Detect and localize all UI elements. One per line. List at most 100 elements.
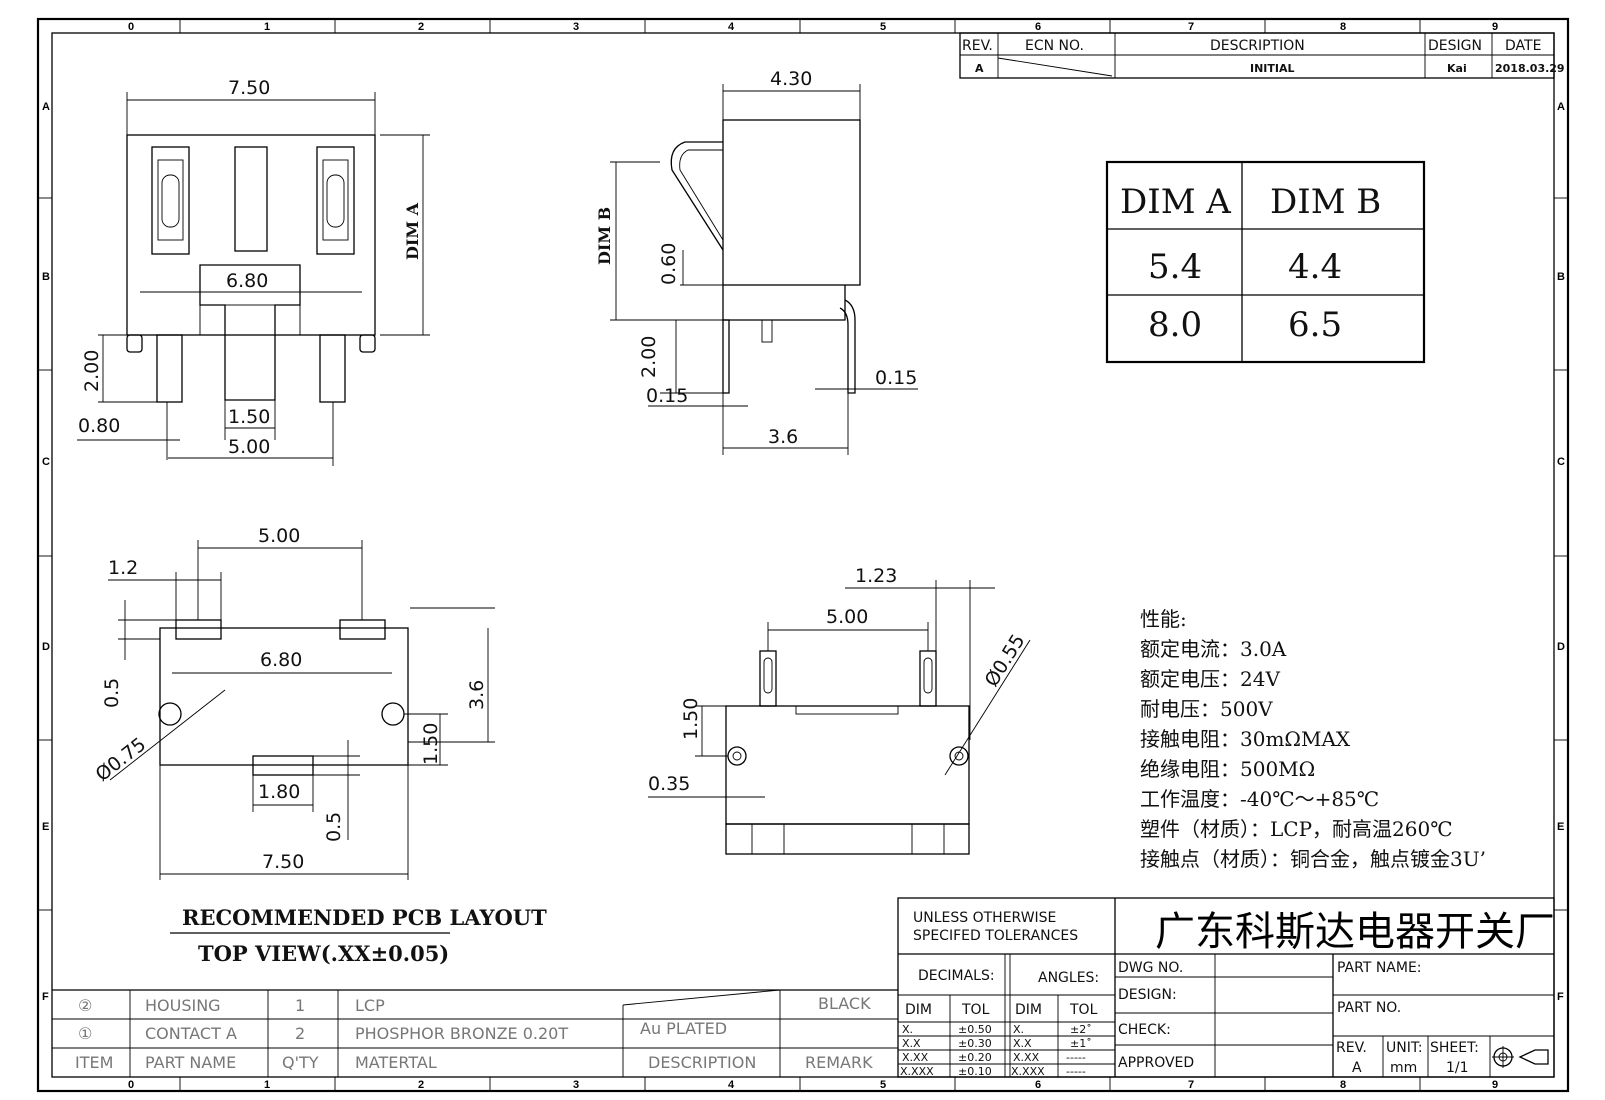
bom-table: ② HOUSING 1 LCP BLACK ① CONTACT A 2 PHOS… xyxy=(52,989,898,1077)
row-label: F xyxy=(1557,991,1564,1003)
decimal-tol: ±0.30 xyxy=(958,1037,992,1050)
dim-a-value: 5.4 xyxy=(1148,247,1202,287)
date-header: DATE xyxy=(1505,38,1541,54)
outer-border xyxy=(36,17,1570,1093)
decimal-dim: X.X xyxy=(902,1037,921,1050)
row-label: E xyxy=(1557,821,1564,833)
row-label: D xyxy=(42,641,50,653)
description-header: DESCRIPTION xyxy=(1210,38,1305,54)
spec-line: 性能: xyxy=(1140,607,1187,631)
bom-qty: 1 xyxy=(295,996,305,1015)
col-label: 6 xyxy=(1035,1079,1041,1091)
angle-tol: ±1˚ xyxy=(1070,1037,1092,1050)
col-label: 0 xyxy=(128,21,134,33)
company-name: 广东科斯达电器开关厂 xyxy=(1155,909,1555,955)
row-label: C xyxy=(42,456,50,468)
col-label: 6 xyxy=(1035,21,1041,33)
angle-dim: X.X xyxy=(1013,1037,1032,1050)
row-label: A xyxy=(1557,101,1565,113)
pcb-layout-title: RECOMMENDED PCB LAYOUT xyxy=(182,905,547,930)
bottom-dim-1-23: 1.23 xyxy=(855,565,897,587)
pcb-dim-1-80: 1.80 xyxy=(258,781,300,803)
bom-header-remark: REMARK xyxy=(805,1053,873,1072)
col-label: 2 xyxy=(418,1079,424,1091)
spec-line: 接触电阻：30mΩMAX xyxy=(1140,727,1351,751)
unit-label: UNIT: xyxy=(1386,1040,1423,1056)
dim-col-label: DIM xyxy=(1015,1002,1042,1018)
dim-4-30: 4.30 xyxy=(770,68,812,90)
spec-line: 接触点（材质）：铜合金，触点镀金3U’ xyxy=(1140,847,1486,871)
bom-item: ② xyxy=(78,996,92,1015)
dim-6-80: 6.80 xyxy=(226,270,268,292)
design-value: Kai xyxy=(1447,62,1467,75)
angle-dim: X.XX xyxy=(1013,1051,1040,1064)
angle-dim: X.XXX xyxy=(1011,1065,1045,1078)
bom-header-item: ITEM xyxy=(75,1053,113,1072)
bom-header-description: DESCRIPTION xyxy=(648,1053,756,1072)
angles-label: ANGLES: xyxy=(1038,970,1099,986)
dwg-no-label: DWG NO. xyxy=(1118,960,1183,976)
dim-table: DIM A DIM B 5.4 4.4 8.0 6.5 xyxy=(1105,160,1426,364)
dim-b-label: DIM B xyxy=(595,207,614,265)
dim-2-00: 2.00 xyxy=(81,350,103,392)
decimal-tol: ±0.20 xyxy=(958,1051,992,1064)
decimal-dim: X.XXX xyxy=(900,1065,934,1078)
bom-material: PHOSPHOR BRONZE 0.20T xyxy=(355,1024,568,1043)
pcb-dim-3-6: 3.6 xyxy=(466,680,488,710)
rev-value: A xyxy=(975,62,984,75)
pcb-layout: 5.00 1.2 0.5 6.80 3.6 1.50 1.80 0.5 7.50 xyxy=(92,525,548,966)
bom-material: LCP xyxy=(355,996,385,1015)
projection-symbol-icon xyxy=(1492,1046,1549,1068)
approved-label: APPROVED xyxy=(1118,1055,1194,1071)
dim-7-50: 7.50 xyxy=(228,77,270,99)
tolerance-title-2: SPECIFED TOLERANCES xyxy=(913,928,1078,944)
dim-0-15-left: 0.15 xyxy=(646,385,688,407)
bom-description: Au PLATED xyxy=(640,1019,727,1038)
angle-tol: ----- xyxy=(1066,1051,1086,1064)
row-label: B xyxy=(1557,271,1565,283)
side-view: 4.30 DIM B 0.60 2.00 0.15 0.15 3.6 xyxy=(595,68,918,455)
tol-col-label: TOL xyxy=(961,1002,990,1018)
bom-part: CONTACT A xyxy=(145,1024,237,1043)
bottom-dim-0-35: 0.35 xyxy=(648,773,690,795)
row-label: B xyxy=(42,271,50,283)
design-header: DESIGN xyxy=(1428,38,1482,54)
angle-tol: ----- xyxy=(1066,1065,1086,1078)
col-label: 2 xyxy=(418,21,424,33)
dim-3-6: 3.6 xyxy=(768,426,798,448)
bom-remark: BLACK xyxy=(818,994,871,1013)
part-no-label: PART NO. xyxy=(1337,1000,1401,1016)
col-label: 3 xyxy=(573,1079,579,1091)
col-label: 1 xyxy=(264,1079,270,1091)
pcb-dim-1-50: 1.50 xyxy=(420,723,442,765)
ecn-header: ECN NO. xyxy=(1025,38,1084,54)
spec-line: 耐电压：500V xyxy=(1140,697,1273,721)
bom-part: HOUSING xyxy=(145,996,221,1015)
pcb-dim-6-80: 6.80 xyxy=(260,649,302,671)
col-label: 9 xyxy=(1492,21,1498,33)
col-label: 0 xyxy=(128,1079,134,1091)
dim-0-60: 0.60 xyxy=(658,243,680,285)
col-label: 5 xyxy=(880,21,886,33)
decimal-dim: X. xyxy=(902,1023,913,1036)
dim-b-header: DIM B xyxy=(1270,182,1381,222)
rev-value: A xyxy=(1352,1060,1362,1076)
date-value: 2018.03.29 xyxy=(1495,62,1565,75)
part-name-label: PART NAME: xyxy=(1337,960,1422,976)
spec-line: 塑件（材质）：LCP，耐高温260℃ xyxy=(1140,817,1453,841)
col-label: 3 xyxy=(573,21,579,33)
bom-header-qty: Q'TY xyxy=(282,1053,319,1072)
col-label: 9 xyxy=(1492,1079,1498,1091)
row-label: D xyxy=(1557,641,1565,653)
check-label: CHECK: xyxy=(1118,1022,1171,1038)
decimals-label: DECIMALS: xyxy=(918,968,995,984)
dim-a-header: DIM A xyxy=(1120,182,1231,222)
col-label: 8 xyxy=(1340,1079,1346,1091)
bottom-view: 1.23 5.00 1.50 0.35 Ø0.55 xyxy=(648,565,1031,855)
angle-tol: ±2˚ xyxy=(1070,1023,1092,1036)
pcb-hole-label: Ø0.75 xyxy=(92,733,151,786)
dim-0-80: 0.80 xyxy=(78,415,120,437)
dim-b-value: 4.4 xyxy=(1288,247,1342,287)
bottom-hole-label: Ø0.55 xyxy=(981,630,1030,690)
